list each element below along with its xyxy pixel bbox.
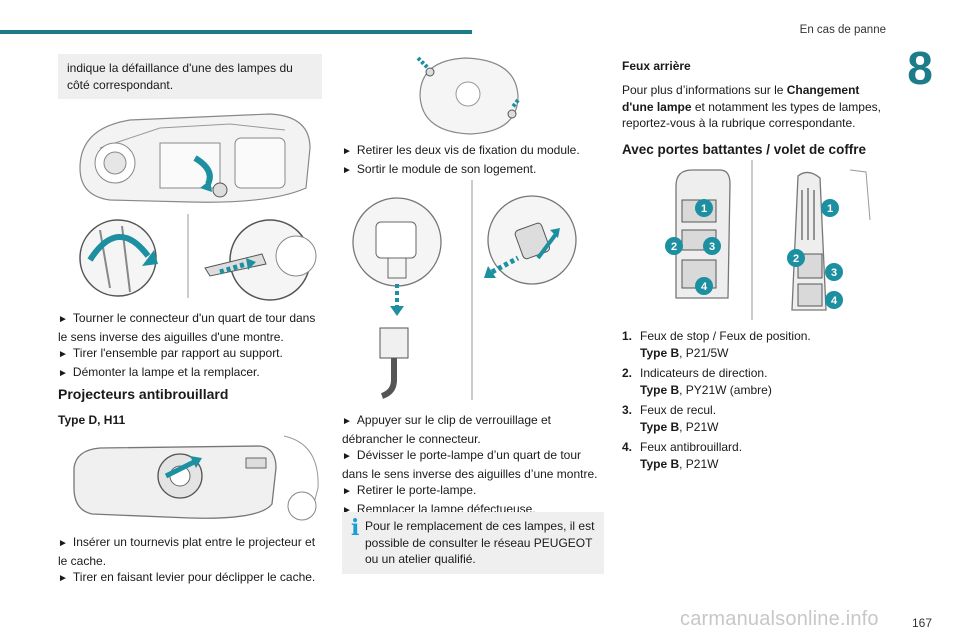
instruction-step: Appuyer sur le clip de verrouillage et d… <box>342 412 608 447</box>
lamp-number: 1. <box>622 329 633 343</box>
lamp-type-value: , P21/5W <box>679 345 729 360</box>
rear-lamp-layout-illustration: 1 2 3 4 1 2 3 4 <box>665 160 871 320</box>
note-text: indique la défaillance d'une des lampes … <box>67 61 293 92</box>
col1-instructions-b: Insérer un tournevis plat entre le proje… <box>58 534 322 588</box>
lamp-number: 4. <box>622 440 633 454</box>
info-icon: i <box>351 515 360 541</box>
lamp-type-label: Type B <box>640 345 680 360</box>
lamp-list-item: 3. Feux de recul. Type B, P21W <box>622 402 892 435</box>
instruction-step: Démonter la lampe et la remplacer. <box>58 364 322 383</box>
lamp-list-item: 1. Feux de stop / Feux de position. Type… <box>622 328 892 361</box>
page-number: 167 <box>911 616 932 630</box>
rear-lights-subheading: Avec portes battantes / volet de coffre <box>622 142 867 157</box>
fog-lamps-type: Type D, H11 <box>58 413 126 427</box>
lamp-name: Feux antibrouillard. <box>640 440 743 454</box>
rear-lamp-list: 1. Feux de stop / Feux de position. Type… <box>622 328 892 476</box>
lamp-name: Feux de recul. <box>640 403 717 417</box>
lamp-type-label: Type B <box>640 419 680 434</box>
intro-text: et notamment les types de lampes, report… <box>622 99 881 131</box>
fog-lamp-bulb-removal-illustration <box>352 180 577 400</box>
instruction-step: Dévisser le porte-lampe d’un quart de to… <box>342 447 608 482</box>
lamp-type-value: , P21W <box>679 419 719 434</box>
info-note-box: i Pour le remplacement de ces lampes, il… <box>342 512 604 574</box>
instruction-step: Retirer le porte-lampe. <box>342 482 608 501</box>
callout-2: 2 <box>671 241 677 253</box>
instruction-step: Retirer les deux vis de fixation du modu… <box>342 142 604 161</box>
callout-3: 3 <box>831 267 837 279</box>
fog-module-screws-illustration <box>416 56 520 135</box>
intro-text: Pour plus d’informations sur le <box>622 83 787 97</box>
lamp-number: 3. <box>622 403 633 417</box>
chapter-number: 8 <box>907 42 933 94</box>
instruction-step: Tirer en faisant levier pour déclipper l… <box>58 569 322 588</box>
intro-link-text: Changement d'une lampe <box>622 83 860 114</box>
lamp-list-item: 2. Indicateurs de direction. Type B, PY2… <box>622 365 892 398</box>
fog-lamps-heading: Projecteurs antibrouillard <box>58 386 229 402</box>
col2-instructions-a: Retirer les deux vis de fixation du modu… <box>342 142 604 179</box>
callout-4: 4 <box>831 295 838 307</box>
lamp-name: Feux de stop / Feux de position. <box>640 329 811 343</box>
instruction-step: Tourner le connecteur d'un quart de tour… <box>58 310 322 345</box>
col1-instructions-a: Tourner le connecteur d'un quart de tour… <box>58 310 322 382</box>
watermark: carmanualsonline.info <box>680 608 879 630</box>
connector-quarter-turn-illustration <box>79 214 317 301</box>
instruction-step: Sortir le module de son logement. <box>342 161 604 180</box>
lamp-type-value: , P21W <box>679 456 719 471</box>
info-note-text: Pour le remplacement de ces lampes, il e… <box>365 519 595 566</box>
lamp-list-item: 4. Feux antibrouillard. Type B, P21W <box>622 439 892 472</box>
lamp-name: Indicateurs de direction. <box>640 366 768 380</box>
lamp-type-label: Type B <box>640 382 680 397</box>
col2-instructions-b: Appuyer sur le clip de verrouillage et d… <box>342 412 608 519</box>
lamp-number: 2. <box>622 366 633 380</box>
section-title: En cas de panne <box>799 24 886 36</box>
fog-lamp-cover-illustration <box>73 435 319 521</box>
header-accent-bar <box>0 30 472 34</box>
rear-lights-title: Feux arrière <box>622 59 691 73</box>
lamp-type-value: , PY21W (ambre) <box>679 382 772 397</box>
lamp-type-label: Type B <box>640 456 680 471</box>
note-box: indique la défaillance d'une des lampes … <box>58 54 322 99</box>
instruction-step: Tirer l'ensemble par rapport au support. <box>58 345 322 364</box>
callout-4: 4 <box>701 281 708 293</box>
callout-2: 2 <box>793 253 799 265</box>
callout-3: 3 <box>709 241 715 253</box>
rear-lights-intro: Pour plus d’informations sur le Changeme… <box>622 82 892 132</box>
callout-1: 1 <box>701 203 707 215</box>
callout-1: 1 <box>827 203 833 215</box>
instruction-step: Insérer un tournevis plat entre le proje… <box>58 534 322 569</box>
headlamp-connector-illustration <box>79 113 311 203</box>
